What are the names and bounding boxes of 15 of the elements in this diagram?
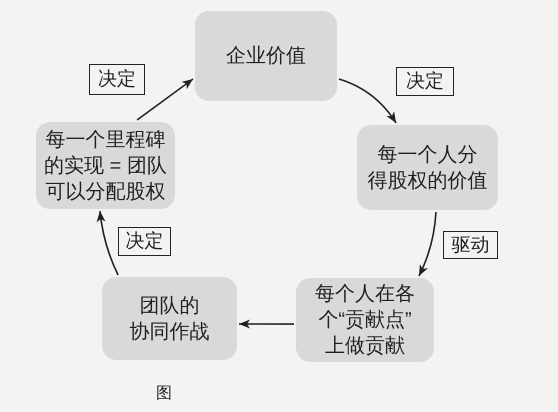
edge-label: 驱动	[443, 231, 498, 259]
arrow	[239, 320, 294, 328]
rounded-box: 企业价值	[195, 11, 337, 101]
arrow	[418, 212, 437, 276]
rounded-box: 团队的协同作战	[102, 277, 237, 360]
rounded-box: 每个人在各个“贡献点”上做贡献	[296, 278, 434, 362]
arrow	[338, 78, 397, 124]
edge-label: 决定	[89, 64, 145, 95]
figure-caption: 图	[155, 386, 173, 402]
rounded-box: 每一个里程碑的实现 = 团队可以分配股权	[36, 122, 175, 209]
edge-label: 决定	[118, 227, 171, 256]
arrow	[136, 78, 194, 121]
arrow	[96, 210, 119, 276]
rounded-box: 每一个人分得股权的价值	[357, 125, 498, 210]
edge-label: 决定	[396, 67, 454, 96]
